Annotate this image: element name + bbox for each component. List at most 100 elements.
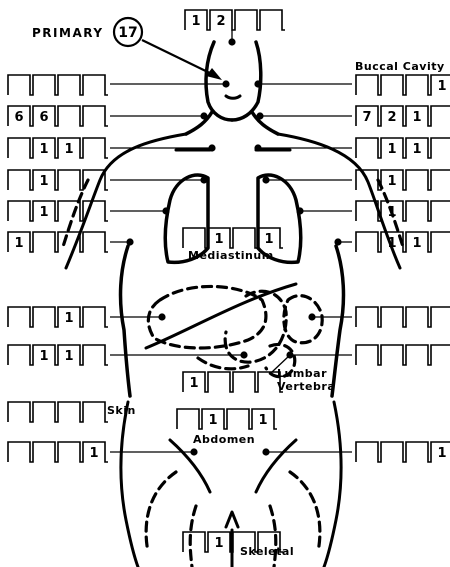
primary-arrowhead [206,68,222,80]
site-box-skin [8,402,108,422]
primary-count: 17 [118,25,137,41]
left-axilla-dash [62,180,88,250]
lumbar-dash [198,358,248,369]
box-count: 1 [191,14,200,29]
left-side [121,246,130,396]
stomach-outline [225,291,286,362]
primary-arrow-line [142,40,216,76]
box-outline [8,75,108,95]
site-dot-l-row2 [200,112,207,119]
box-outline [356,75,450,95]
site-dots [126,38,341,455]
site-dot-r-row8 [286,351,293,358]
site-dot-r-row4 [262,176,269,183]
box-count: 1 [264,232,273,247]
right-hip [324,402,341,567]
box-count: 1 [89,446,98,461]
site-dot-l-row7 [158,313,165,320]
site-box-r-row5: 1 [356,201,450,221]
box-outline [8,138,108,158]
site-dot-r-row3 [254,144,261,151]
site-dot-r-row1 [254,80,261,87]
site-box-l-row4: 1 [8,170,108,190]
box-count: 1 [258,413,267,428]
right-femoral [290,472,320,552]
box-count: 1 [208,413,217,428]
box-outline [8,345,108,365]
site-dot-l-row5 [162,207,169,214]
box-count: 1 [39,142,48,157]
site-box-r-row9: 1 [356,442,450,462]
box-count: 1 [14,236,23,251]
label-skeletal: Skeletal [240,545,294,558]
site-box-r-row2: 7 2 1 [356,106,450,126]
box-count: 1 [39,349,48,364]
box-count: 2 [216,14,225,29]
label-skin: Skin [107,404,136,417]
site-dot-r-row2 [256,112,263,119]
box-count: 1 [387,142,396,157]
box-count: 6 [39,110,48,125]
box-outline [8,307,108,327]
box-count: 1 [39,174,48,189]
box-count: 1 [437,79,446,94]
box-count: 1 [412,142,421,157]
neck-right [252,112,278,134]
site-box-l-row1 [8,75,108,95]
right-side [332,246,343,396]
left-inguinal [170,440,210,492]
primary-label: PRIMARY [32,26,104,40]
box-count: 1 [387,236,396,251]
box-count: 1 [64,349,73,364]
site-box-r-row7 [356,307,450,327]
spine-mark [226,512,238,527]
box-count: 1 [412,110,421,125]
site-box-l-row6: 1 [8,232,108,252]
site-dot-l-row9 [190,448,197,455]
box-outline [8,170,108,190]
box-count: 1 [437,446,446,461]
box-count: 1 [189,376,198,391]
label-lumbar: Lumbar [277,367,327,380]
site-box-lumbar: 1 [183,372,283,392]
box-outline [8,201,108,221]
site-box-l-row9: 1 [8,442,108,462]
site-dot-l-row4 [200,176,207,183]
head-outline-left [206,42,232,120]
neck-left [186,112,212,134]
site-dot-r-row9 [262,448,269,455]
left-hip [121,402,138,567]
box-outline [356,232,450,252]
box-outline [356,442,450,462]
site-box-r-row1: 1 [356,75,450,95]
label-vertebra: Vertebra [277,380,335,393]
box-count: 1 [387,205,396,220]
label-mediastinum: Mediastinum [188,249,274,262]
site-box-r-row8 [356,345,450,365]
box-count: 1 [64,142,73,157]
site-box-l-row5: 1 [8,201,108,221]
site-box-l-row3: 11 [8,138,108,158]
site-dot-l-row8 [240,351,247,358]
box-count: 7 [362,110,371,125]
site-dot-r-row6 [334,238,341,245]
box-count: 1 [64,311,73,326]
box-count: 6 [14,110,23,125]
spleen-outline [284,296,322,343]
site-dot-r-row7 [308,313,315,320]
box-outline [356,307,450,327]
mouth-mark [226,96,240,98]
site-dot-head [228,38,235,45]
label-abdomen: Abdomen [193,433,255,446]
left-femoral-inner [190,506,196,567]
box-count: 2 [387,110,396,125]
